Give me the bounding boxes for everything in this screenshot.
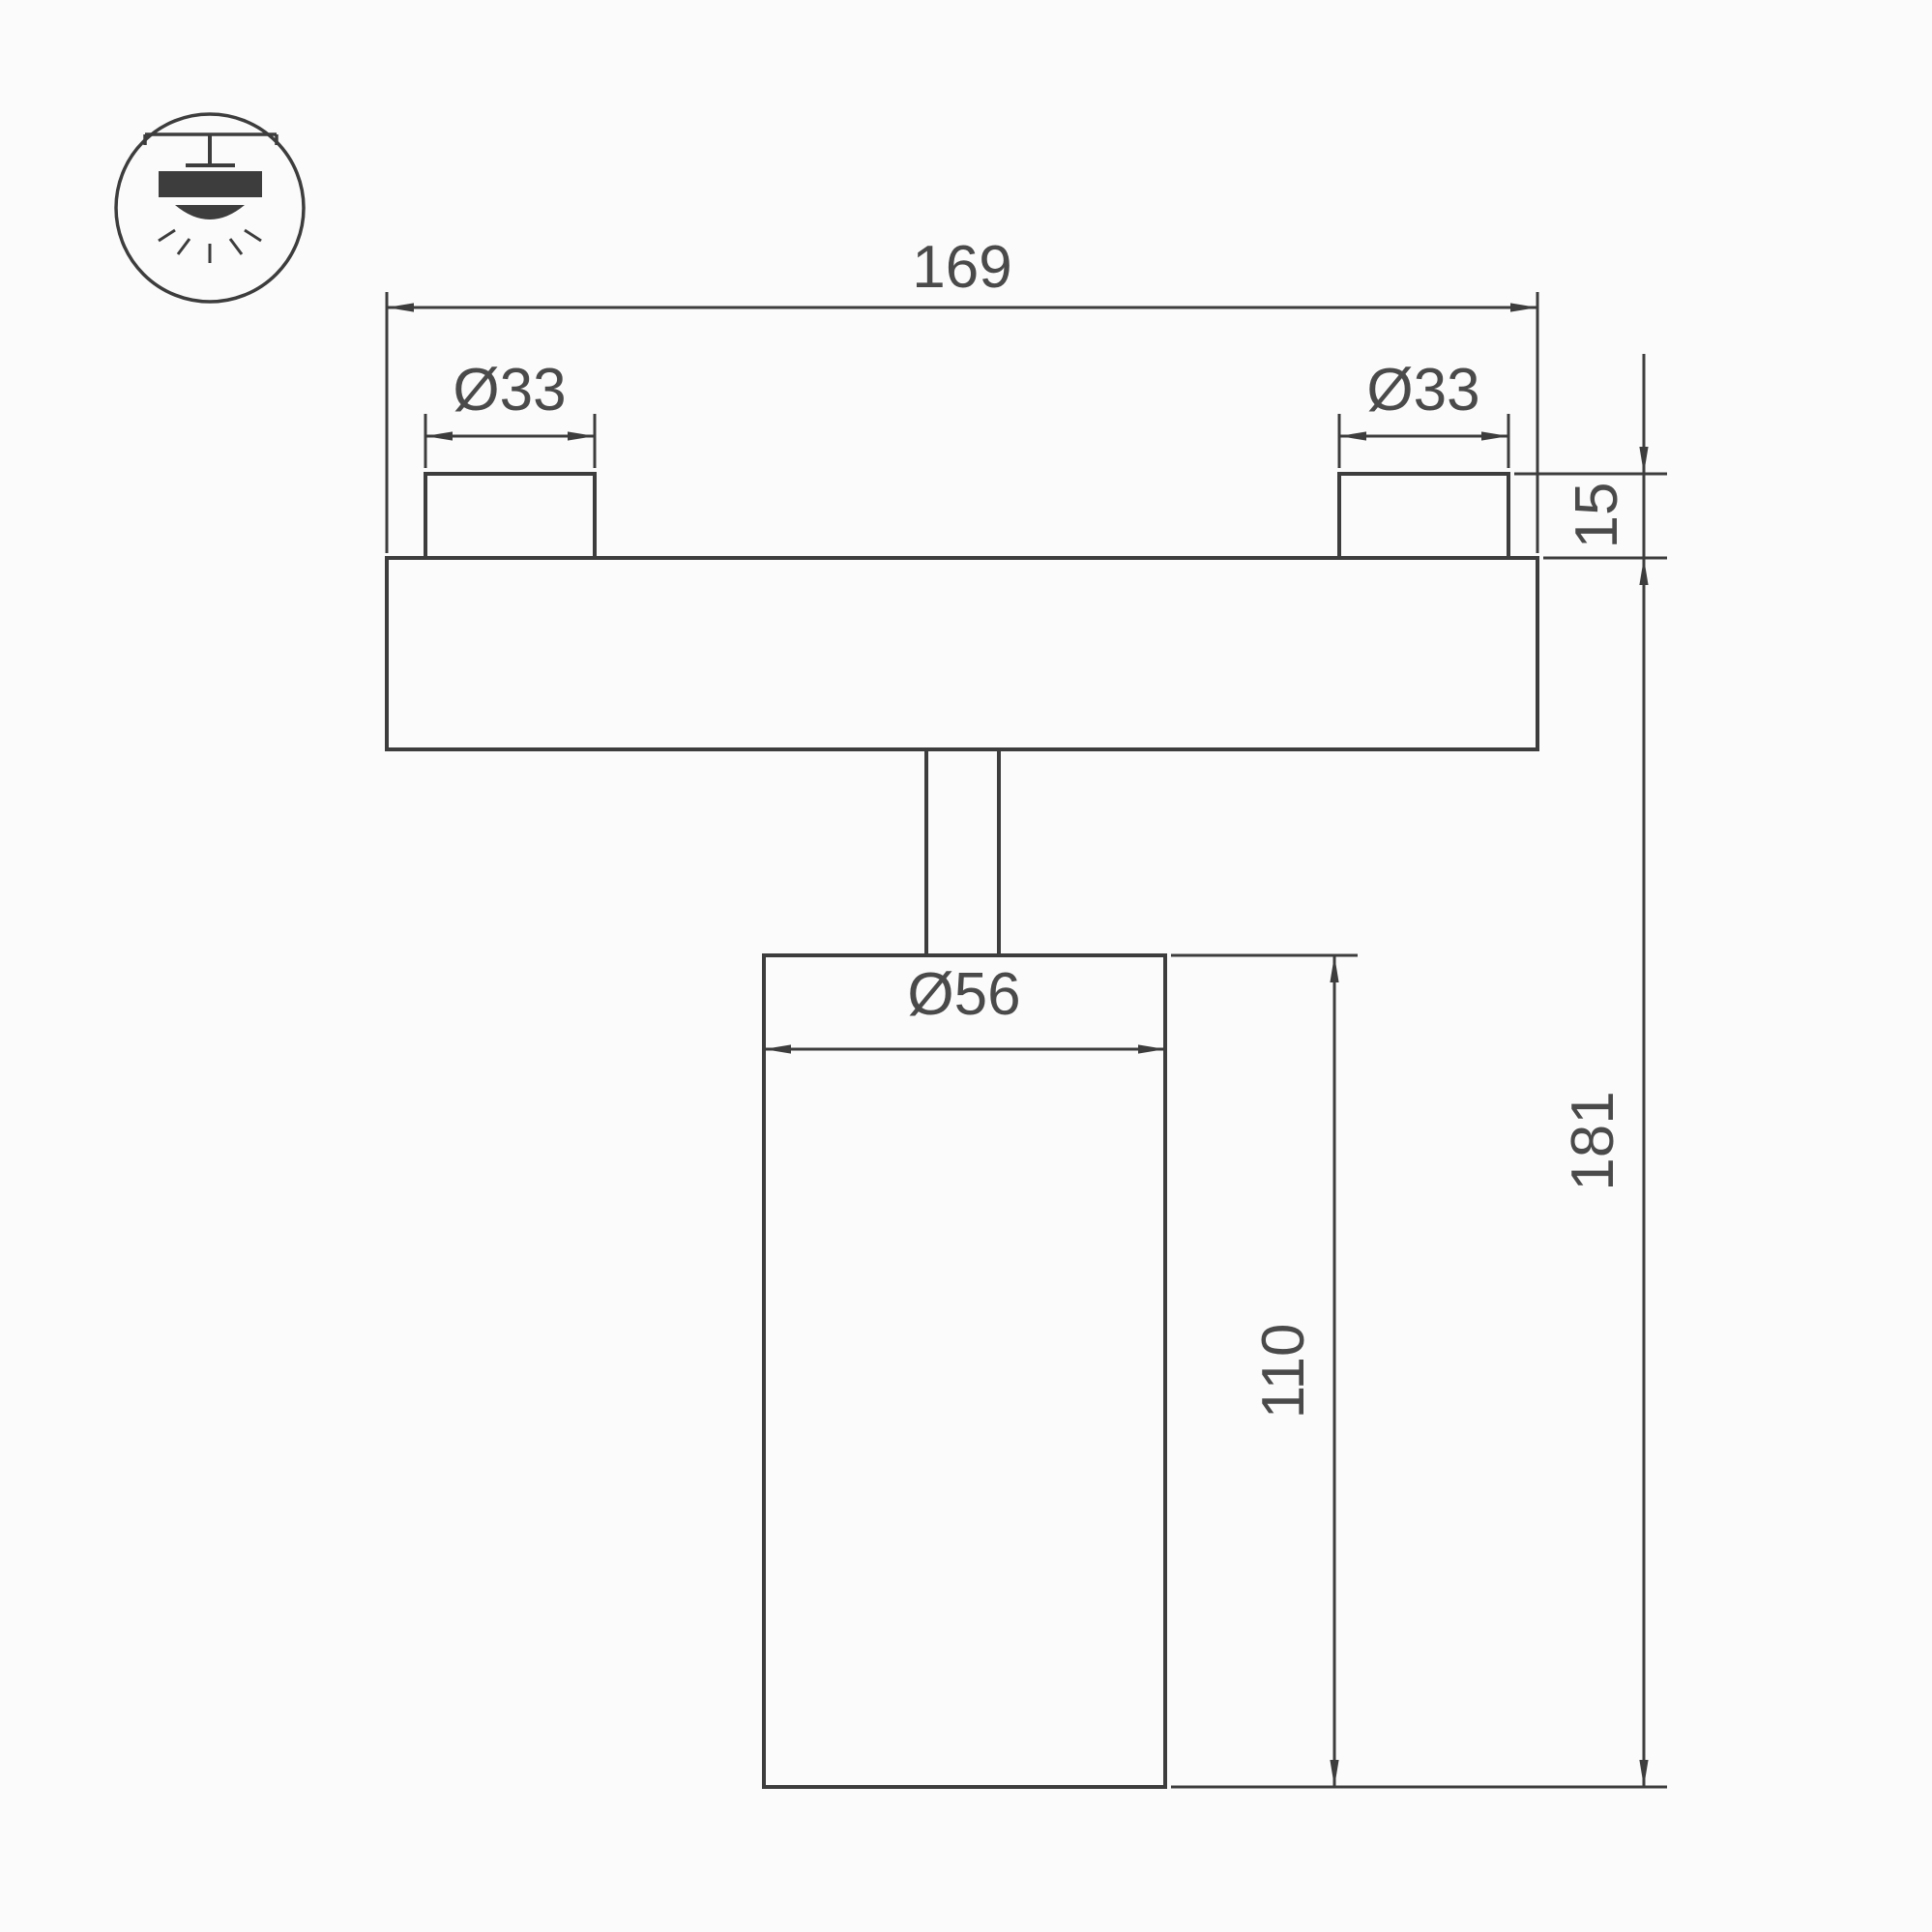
base-plate: [385, 556, 1539, 751]
icon-lamp-diffuser: [175, 205, 245, 220]
right-mount-tab: [1337, 472, 1510, 560]
dim-label-left-tab-diameter: Ø33: [453, 357, 566, 424]
dim-overall-height: 181: [1171, 558, 1667, 1789]
dim-label-overall-height: 181: [1560, 1091, 1626, 1190]
dim-right-tab-diameter: Ø33: [1337, 357, 1510, 468]
dim-left-tab-diameter: Ø33: [424, 357, 597, 468]
dim-body-height: 110: [1171, 953, 1358, 1787]
dim-label-overall-width: 169: [912, 234, 1011, 301]
dim-label-body-diameter: Ø56: [907, 961, 1020, 1028]
dim-label-body-height: 110: [1250, 1324, 1317, 1420]
dim-overall-width: 169: [385, 234, 1539, 553]
icon-ray: [228, 238, 244, 255]
icon-light-rays: [158, 228, 262, 263]
dim-label-right-tab-diameter: Ø33: [1366, 357, 1479, 424]
icon-ray: [158, 228, 176, 243]
lamp-body: [762, 953, 1167, 1789]
icon-ray: [176, 238, 191, 255]
left-mount-tab: [424, 472, 597, 560]
icon-ray: [244, 228, 262, 243]
icon-lamp-body: [159, 171, 262, 197]
icon-circle: [114, 112, 306, 304]
dim-tab-height: 15: [1514, 354, 1667, 560]
luminaire-outline: [385, 472, 1539, 1789]
mount-type-icon: [114, 112, 306, 304]
dim-body-diameter: Ø56: [764, 961, 1165, 1054]
dim-label-tab-height: 15: [1564, 483, 1630, 549]
